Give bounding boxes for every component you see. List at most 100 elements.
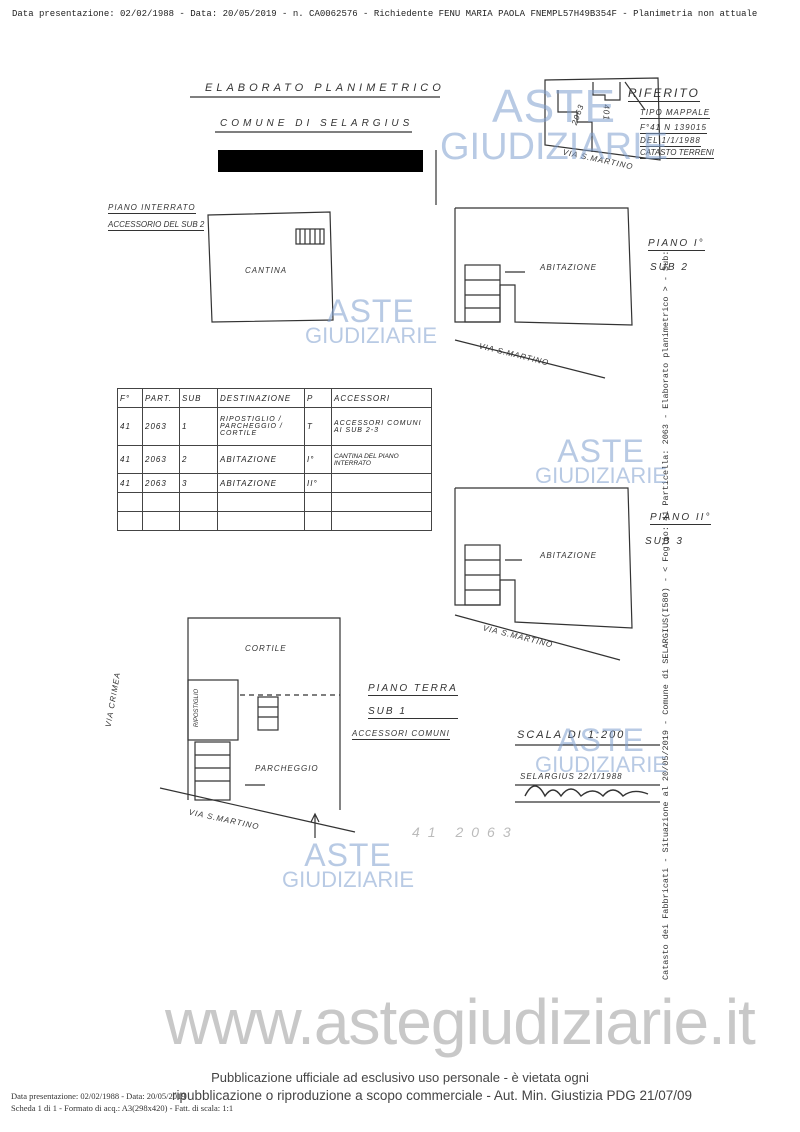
cell: II°: [304, 473, 332, 493]
watermark-aste: ASTE: [327, 293, 415, 329]
street-line: [159, 787, 356, 833]
stair-icon: [257, 696, 279, 731]
riferimento-numero: F°41 N 139015: [640, 123, 707, 134]
col-sub: SUB: [179, 388, 218, 408]
catasto-terreni: CATASTO TERRENI: [640, 148, 714, 159]
riferimento-data: DEL 1/1/1988: [640, 136, 701, 147]
location-sketch-line: [624, 81, 646, 111]
watermark-aste: ASTE: [304, 837, 392, 873]
table-row-empty: [117, 492, 432, 512]
street-line: [454, 614, 621, 661]
cell: [331, 473, 432, 493]
subalterni-table: F° PART. SUB DESTINAZIONE P ACCESSORI 41…: [117, 388, 432, 531]
redacted-block: [218, 150, 423, 172]
cell: [117, 492, 143, 512]
cell: 41: [117, 407, 143, 446]
table-row-empty: [117, 511, 432, 531]
footer-line-2: Scheda 1 di 1 - Formato di acq.: A3(298x…: [11, 1103, 234, 1113]
faint-stamp: 41 2063: [412, 824, 519, 840]
location-sketch: [544, 77, 661, 161]
piano-primo-room: ABITAZIONE: [540, 263, 597, 272]
watermark-giudiziarie: GIUDIZIARIE: [535, 752, 668, 778]
location-sketch-boundary: [557, 90, 593, 152]
entrance-arrow-head: [310, 812, 320, 823]
piano-secondo-room: ABITAZIONE: [540, 551, 597, 560]
piano-primo-title: PIANO I°: [648, 238, 705, 251]
cell: [179, 511, 218, 531]
cell: [304, 492, 332, 512]
watermark-giudiziarie: GIUDIZIARIE: [440, 125, 669, 168]
comune-label: COMUNE DI SELARGIUS: [220, 118, 414, 129]
publication-notice-2: ripubblicazione o riproduzione a scopo c…: [172, 1088, 693, 1103]
footer-line-1: Data presentazione: 02/02/1988 - Data: 2…: [11, 1091, 186, 1101]
ripostiglio-box: [187, 679, 239, 741]
watermark-giudiziarie: GIUDIZIARIE: [282, 867, 415, 893]
tipo-mappale: TIPO MAPPALE: [640, 108, 711, 119]
cell: [142, 492, 180, 512]
cell: [142, 511, 180, 531]
cell: T: [304, 407, 332, 446]
cell: [331, 492, 432, 512]
col-foglio: F°: [117, 388, 143, 408]
cell: 2063: [142, 473, 180, 493]
col-piano: P: [304, 388, 332, 408]
cell: [331, 511, 432, 531]
cantina-outline: [207, 211, 334, 323]
cell: 41: [117, 473, 143, 493]
col-destinazione: DESTINAZIONE: [217, 388, 305, 408]
cortile-label: CORTILE: [245, 644, 287, 653]
cell: ABITAZIONE: [217, 445, 305, 474]
cell: 2: [179, 445, 218, 474]
document-header: Data presentazione: 02/02/1988 - Data: 2…: [12, 9, 758, 19]
col-accessori: ACCESSORI: [331, 388, 432, 408]
cell: 2063: [142, 407, 180, 446]
piano-primo-sub: SUB 2: [650, 262, 689, 273]
watermark-giudiziarie: GIUDIZIARIE: [305, 323, 438, 349]
signature: [524, 785, 649, 798]
cell: [217, 511, 305, 531]
watermark-aste: ASTE: [557, 433, 645, 469]
piano-secondo-title: PIANO II°: [650, 512, 712, 525]
cell: [304, 511, 332, 531]
cell: 41: [117, 445, 143, 474]
table-header-row: F° PART. SUB DESTINAZIONE P ACCESSORI: [117, 388, 432, 408]
cantina-label: CANTINA: [245, 266, 288, 275]
cell: 3: [179, 473, 218, 493]
stair-icon: [194, 741, 231, 801]
watermark-aste: ASTE: [557, 722, 645, 758]
parcheggio-label: PARCHEGGIO: [255, 764, 319, 773]
publication-notice-1: Pubblicazione ufficiale ad esclusivo uso…: [211, 1070, 589, 1085]
stair-icon: [464, 264, 501, 323]
piano-terra-sub: SUB 1: [368, 706, 458, 719]
riferito-label: RIFERITO: [628, 86, 700, 102]
cell: RIPOSTIGLIO / PARCHEGGIO / CORTILE: [217, 407, 305, 446]
watermark-site: www.astegiudiziarie.it: [165, 986, 756, 1058]
cell: [117, 511, 143, 531]
piano-interrato-title: PIANO INTERRATO: [108, 203, 196, 214]
piano-terra-title: PIANO TERRA: [368, 683, 458, 696]
side-catasto-text: Catasto dei Fabbricati - Situazione al 2…: [661, 250, 671, 980]
cell: [179, 492, 218, 512]
cell: 1: [179, 407, 218, 446]
scale-label: SCALA DI 1:200: [517, 729, 626, 741]
cell: ACCESSORI COMUNI AI SUB 2-3: [331, 407, 432, 446]
place-date: SELARGIUS 22/1/1988: [520, 772, 623, 781]
cell: [217, 492, 305, 512]
location-sketch-boundary: [592, 82, 621, 101]
cell: 2063: [142, 445, 180, 474]
piano-interrato-subtitle: ACCESSORIO DEL SUB 2: [108, 220, 205, 231]
piano-secondo-sub: SUB 3: [645, 536, 684, 547]
street-line: [454, 339, 606, 379]
ripostiglio-label: RIPOSTIGLIO: [194, 688, 201, 728]
document-title: ELABORATO PLANIMETRICO: [205, 82, 445, 94]
watermark-aste: ASTE: [491, 80, 617, 132]
cell: ABITAZIONE: [217, 473, 305, 493]
